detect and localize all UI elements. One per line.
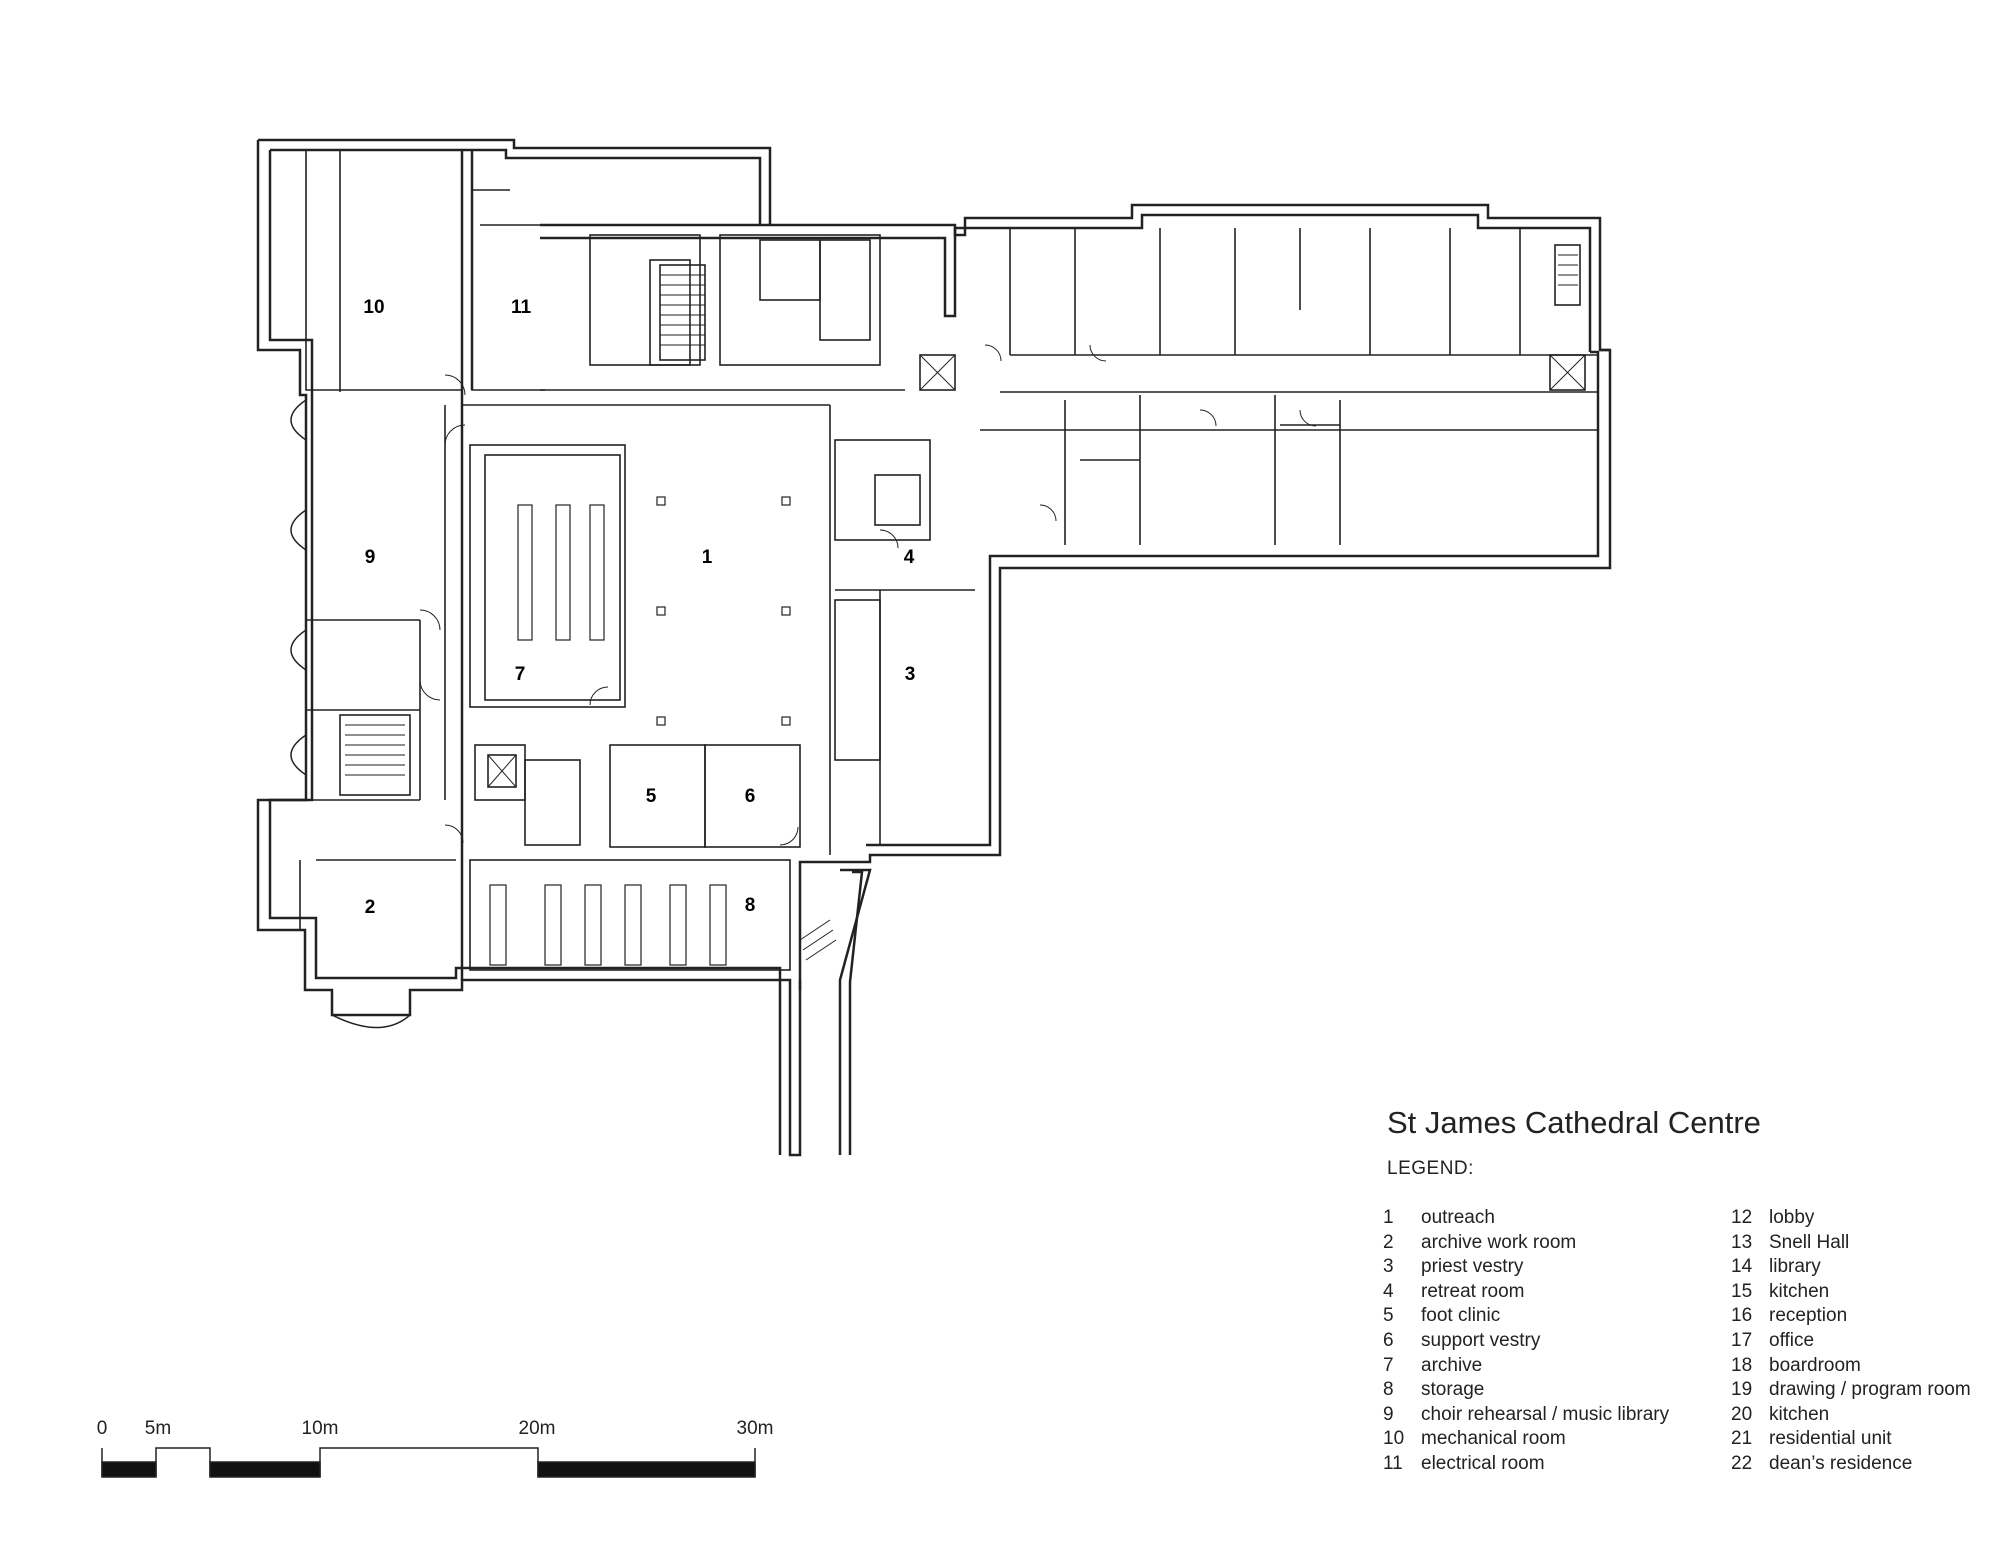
room-label-3: 3 — [904, 664, 916, 685]
scale-label-20m: 20m — [518, 1418, 556, 1439]
bay-windows — [290, 399, 411, 1029]
room-label-2: 2 — [364, 897, 376, 918]
scale-label-0: 0 — [96, 1418, 108, 1439]
room-label-10: 10 — [363, 297, 385, 318]
columns — [656, 496, 791, 726]
room-label-9: 9 — [364, 547, 376, 568]
outer-walls — [256, 138, 1612, 1157]
shelving — [489, 504, 727, 966]
room-label-1: 1 — [701, 547, 713, 568]
room-label-7: 7 — [514, 664, 526, 685]
partitions — [299, 150, 1598, 971]
scale-label-30m: 30m — [736, 1418, 774, 1439]
scale-label-5m: 5m — [144, 1418, 172, 1439]
room-label-5: 5 — [645, 786, 657, 807]
room-label-8: 8 — [744, 895, 756, 916]
stair-treads — [345, 254, 1586, 961]
legend-heading: LEGEND: — [1387, 1158, 1474, 1179]
doors — [419, 344, 1317, 846]
plan-title: St James Cathedral Centre — [1387, 1105, 1761, 1140]
room-label-6: 6 — [744, 786, 756, 807]
room-label-11: 11 — [510, 297, 532, 318]
scale-label-10m: 10m — [301, 1418, 339, 1439]
room-label-4: 4 — [903, 547, 915, 568]
